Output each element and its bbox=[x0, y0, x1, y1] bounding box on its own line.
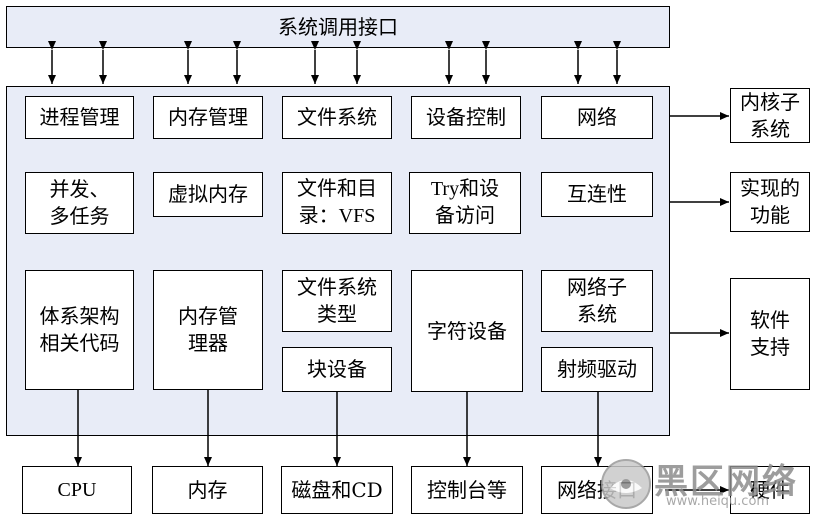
memory-manager-box: 内存管 理器 bbox=[153, 270, 263, 390]
hardware-label: 硬件 bbox=[730, 466, 810, 514]
connectivity-box: 互连性 bbox=[541, 172, 653, 217]
file-system-box: 文件系统 bbox=[282, 96, 392, 139]
watermark-url: www.heiqu.com bbox=[666, 494, 770, 509]
tty-access-box: Try和设 备访问 bbox=[409, 172, 521, 234]
syscall-interface-label: 系统调用接口 bbox=[278, 14, 398, 39]
block-device-box: 块设备 bbox=[282, 347, 392, 392]
watermark: 黑区网络 www.heiqu.com bbox=[596, 452, 820, 516]
implemented-functions-label: 实现的 功能 bbox=[730, 172, 810, 232]
virtual-memory-box: 虚拟内存 bbox=[153, 172, 263, 217]
disk-cd-box: 磁盘和CD bbox=[281, 466, 393, 514]
syscall-interface-bar: 系统调用接口 bbox=[6, 6, 670, 48]
memory-management-box: 内存管理 bbox=[153, 96, 263, 139]
arch-code-box: 体系架构 相关代码 bbox=[25, 270, 134, 390]
vfs-box: 文件和目 录：VFS bbox=[282, 172, 392, 234]
device-control-box: 设备控制 bbox=[411, 96, 521, 139]
rf-driver-box: 射频驱动 bbox=[541, 347, 653, 392]
watermark-text: 黑区网络 bbox=[654, 462, 798, 502]
console-box: 控制台等 bbox=[411, 466, 523, 514]
memory-hw-box: 内存 bbox=[152, 466, 263, 514]
fs-type-box: 文件系统 类型 bbox=[282, 270, 392, 332]
char-device-box: 字符设备 bbox=[411, 270, 523, 392]
network-subsystem-box: 网络子 系统 bbox=[541, 270, 653, 332]
process-management-box: 进程管理 bbox=[25, 96, 134, 139]
network-box: 网络 bbox=[541, 96, 653, 139]
software-support-label: 软件 支持 bbox=[730, 278, 810, 390]
concurrency-box: 并发、 多任务 bbox=[25, 172, 134, 234]
watermark-logo-icon bbox=[601, 459, 651, 509]
cpu-box: CPU bbox=[22, 466, 132, 514]
kernel-subsystem-label: 内核子 系统 bbox=[730, 88, 810, 143]
